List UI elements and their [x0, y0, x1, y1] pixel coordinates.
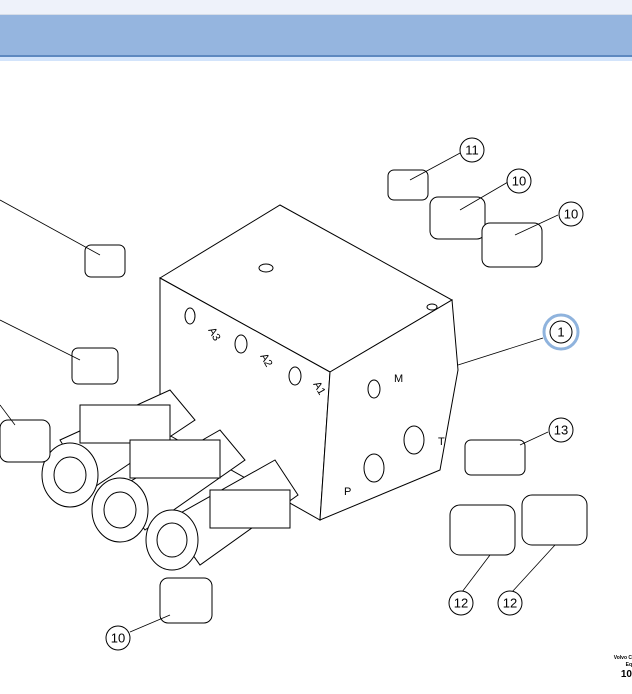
header-shadow: [0, 57, 632, 61]
svg-text:10: 10: [111, 631, 125, 646]
port-label-m: M: [394, 373, 403, 385]
port-label-a1: A1: [310, 380, 327, 398]
port-label-p: P: [344, 486, 351, 498]
callout-1-highlighted[interactable]: 1: [542, 313, 580, 351]
header-bar: [0, 15, 632, 57]
footer-line-1: Volvo C: [613, 655, 632, 661]
svg-text:1: 1: [557, 325, 564, 340]
port-label-a3: A3: [205, 326, 222, 344]
svg-text:11: 11: [465, 143, 479, 158]
callout-10[interactable]: 10: [558, 201, 584, 227]
parts-diagram: A3 A2 A1 M T P: [0, 137, 588, 651]
valve-cartridges[interactable]: [41, 389, 299, 571]
svg-text:10: 10: [512, 174, 526, 189]
callout-13[interactable]: 13: [548, 417, 574, 443]
callout-10[interactable]: 10: [506, 168, 532, 194]
footer-line-2: Eq: [625, 662, 632, 668]
footer-line-3: 10: [620, 669, 632, 680]
callout-11[interactable]: 11: [459, 137, 485, 163]
callout-12[interactable]: 12: [497, 590, 523, 616]
top-strip: [0, 0, 632, 15]
fittings[interactable]: [0, 169, 588, 624]
svg-text:13: 13: [554, 423, 568, 438]
drawing-title-block: Volvo C Eq 10: [614, 655, 632, 680]
callout-10[interactable]: 10: [105, 625, 131, 651]
callout-12[interactable]: 12: [448, 590, 474, 616]
port-label-a2: A2: [257, 352, 274, 370]
svg-text:12: 12: [503, 596, 517, 611]
port-label-t: T: [438, 436, 445, 448]
svg-text:12: 12: [454, 596, 468, 611]
svg-text:10: 10: [564, 207, 578, 222]
valve-block[interactable]: [159, 204, 459, 521]
